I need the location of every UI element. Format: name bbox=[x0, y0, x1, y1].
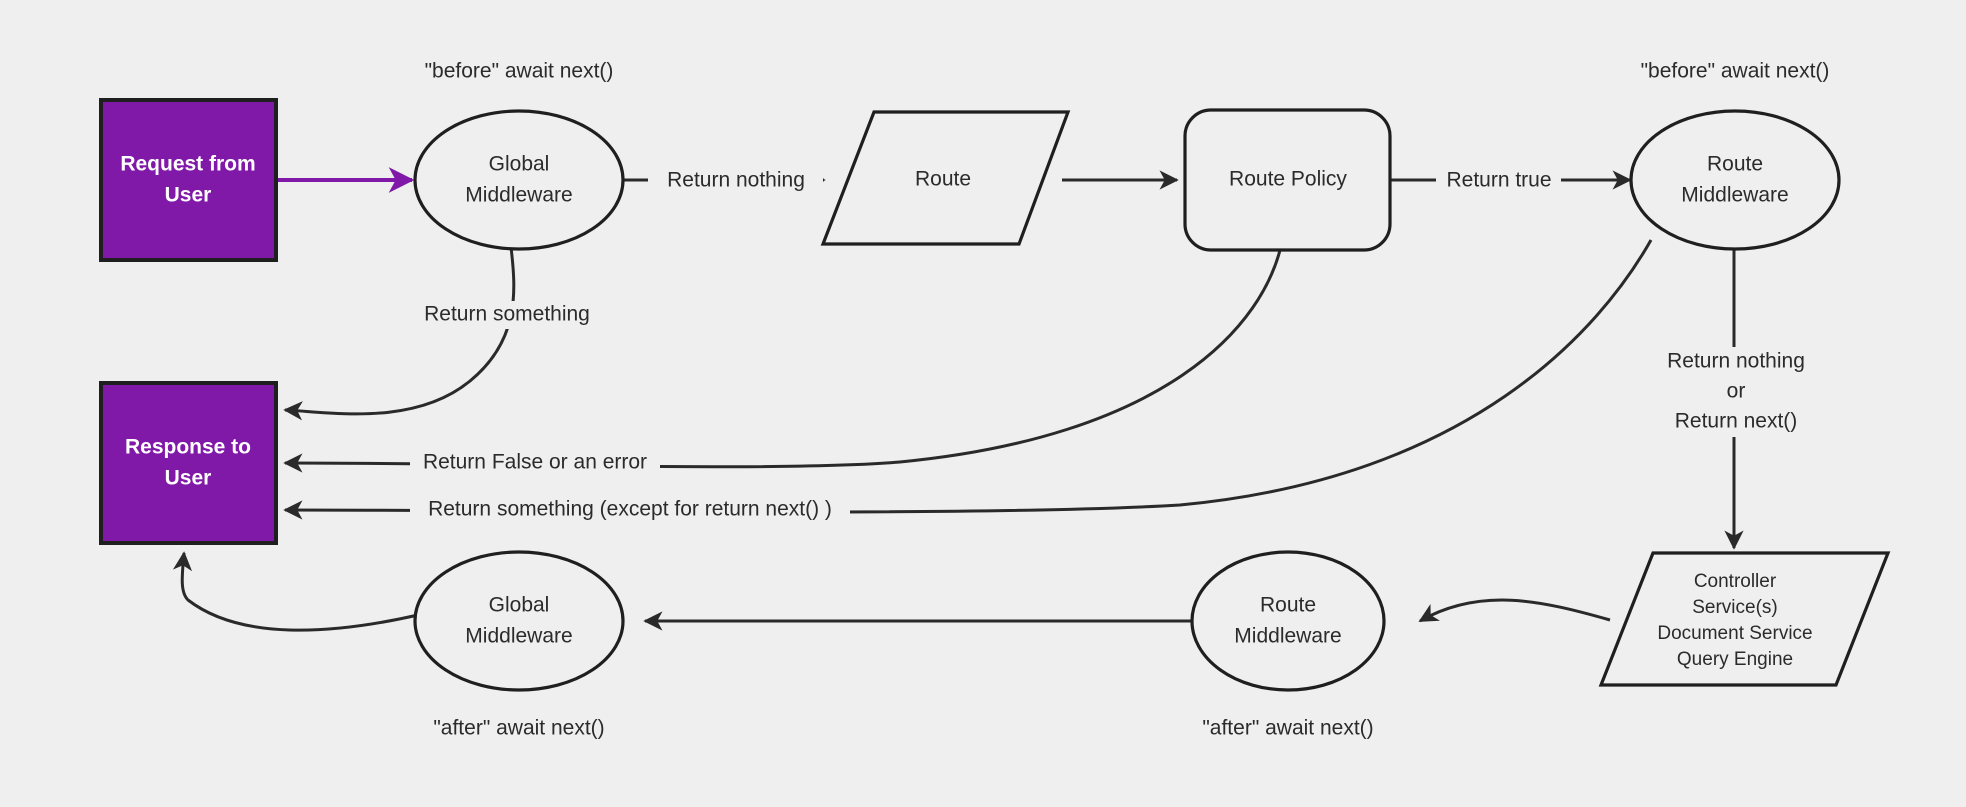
edge-label-return-something: Return something bbox=[412, 301, 602, 329]
response-to-user-line2: User bbox=[165, 467, 212, 490]
svg-text:Return next(): Return next() bbox=[1675, 410, 1798, 433]
svg-text:Return nothing: Return nothing bbox=[667, 169, 805, 192]
controller-line2: Service(s) bbox=[1692, 597, 1778, 618]
controller-line3: Document Service bbox=[1657, 623, 1812, 644]
annotation-before-global-middleware: "before" await next() bbox=[425, 60, 614, 83]
route-middleware-after-line2: Middleware bbox=[1234, 625, 1341, 648]
request-from-user-line1: Request from bbox=[120, 153, 255, 176]
node-controller[interactable]: Controller Service(s) Document Service Q… bbox=[1598, 551, 1891, 687]
node-route-policy[interactable]: Route Policy bbox=[1183, 108, 1392, 252]
global-middleware-after-line2: Middleware bbox=[465, 625, 572, 648]
edge-label-return-false-or-error: Return False or an error bbox=[410, 449, 660, 477]
svg-text:Return something: Return something bbox=[424, 303, 590, 326]
controller-line4: Query Engine bbox=[1677, 649, 1793, 670]
edge-label-return-nothing-or-next: Return nothing or Return next() bbox=[1648, 347, 1824, 437]
svg-text:Return true: Return true bbox=[1446, 169, 1551, 192]
response-to-user-line1: Response to bbox=[125, 436, 251, 459]
node-global-middleware-after[interactable]: Global Middleware bbox=[413, 550, 625, 692]
node-global-middleware-before[interactable]: Global Middleware bbox=[413, 109, 625, 251]
route-middleware-before-line2: Middleware bbox=[1681, 184, 1788, 207]
edge-global-middleware-after-to-response bbox=[172, 551, 419, 632]
annotation-after-route-middleware: "after" await next() bbox=[1202, 717, 1373, 740]
node-route-middleware-before[interactable]: Route Middleware bbox=[1629, 109, 1841, 251]
route-label: Route bbox=[915, 168, 971, 191]
node-response-to-user[interactable]: Response to User bbox=[99, 381, 278, 545]
svg-text:Return False or an error: Return False or an error bbox=[423, 451, 647, 474]
global-middleware-before-line1: Global bbox=[489, 153, 550, 176]
node-request-from-user[interactable]: Request from User bbox=[99, 98, 278, 262]
svg-text:or: or bbox=[1727, 380, 1746, 403]
annotation-after-global-middleware: "after" await next() bbox=[433, 717, 604, 740]
annotation-before-route-middleware: "before" await next() bbox=[1641, 60, 1830, 83]
global-middleware-after-line1: Global bbox=[489, 594, 550, 617]
svg-text:Return something (except for r: Return something (except for return next… bbox=[428, 498, 832, 521]
edge-label-return-something-except-next: Return something (except for return next… bbox=[410, 496, 850, 524]
controller-line1: Controller bbox=[1694, 571, 1777, 592]
edge-global-middleware-return-something bbox=[283, 246, 516, 421]
route-middleware-after-line1: Route bbox=[1260, 594, 1316, 617]
node-route-middleware-after[interactable]: Route Middleware bbox=[1190, 550, 1386, 692]
request-from-user-line2: User bbox=[165, 184, 212, 207]
svg-text:Return nothing: Return nothing bbox=[1667, 350, 1805, 373]
route-policy-label: Route Policy bbox=[1229, 168, 1347, 191]
edge-route-policy-return-false bbox=[283, 236, 1285, 473]
edge-label-return-nothing: Return nothing bbox=[648, 166, 823, 194]
edge-controller-to-route-middleware-after bbox=[1418, 598, 1611, 623]
route-middleware-before-line1: Route bbox=[1707, 153, 1763, 176]
edge-label-return-true: Return true bbox=[1436, 166, 1561, 194]
node-route[interactable]: Route bbox=[820, 110, 1071, 246]
global-middleware-before-line2: Middleware bbox=[465, 184, 572, 207]
